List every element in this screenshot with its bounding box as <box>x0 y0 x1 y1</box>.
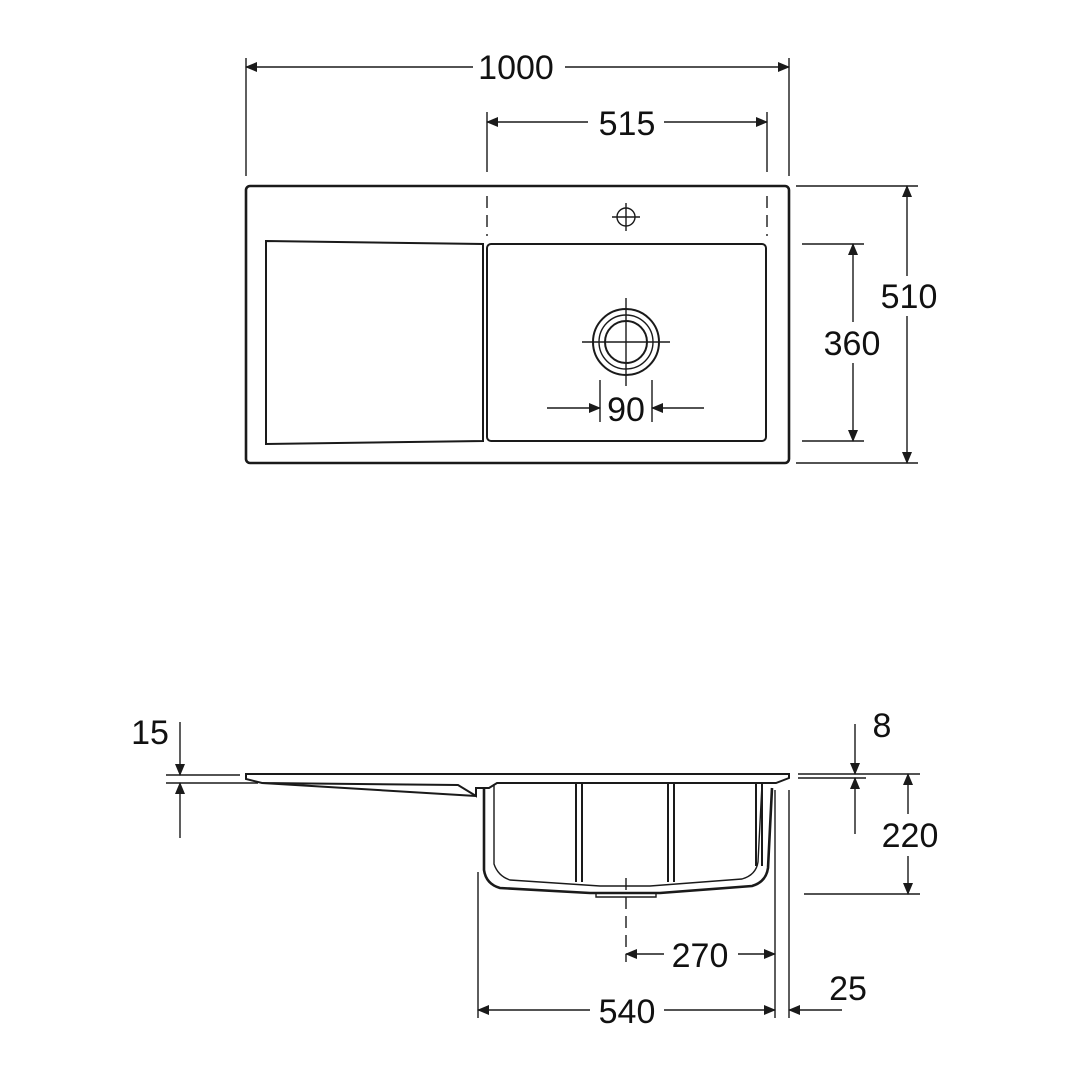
dim-drain-diameter: 90 <box>607 391 645 429</box>
dim-drain-offset: 270 <box>672 937 729 975</box>
dim-bowl-outer-width: 540 <box>599 993 656 1031</box>
sink-rim-profile <box>245 773 790 798</box>
dim-overall-width: 1000 <box>478 49 554 87</box>
top-view: 1000 515 510 360 90 <box>244 49 938 465</box>
dim-overall-depth: 510 <box>881 278 938 316</box>
dim-bowl-depth: 360 <box>824 325 881 363</box>
dim-bowl-width: 515 <box>599 105 656 143</box>
drain-outlet <box>582 298 670 386</box>
dim-bowl-height: 220 <box>882 817 939 855</box>
bowl-ribs <box>575 783 763 882</box>
drainer-slope <box>261 782 477 797</box>
dim-rim-thickness: 15 <box>131 714 169 752</box>
tap-hole-marker <box>612 203 640 231</box>
dim-edge-overhang: 25 <box>829 970 867 1008</box>
bowl-outline <box>486 243 767 442</box>
dim-rim-offset: 8 <box>873 707 892 745</box>
side-view: 15 8 220 270 540 25 <box>131 707 938 1031</box>
bowl-profile <box>482 787 774 895</box>
sink-outline <box>244 184 791 465</box>
bowl-inner-profile <box>493 783 763 887</box>
drainer-area <box>265 239 484 446</box>
